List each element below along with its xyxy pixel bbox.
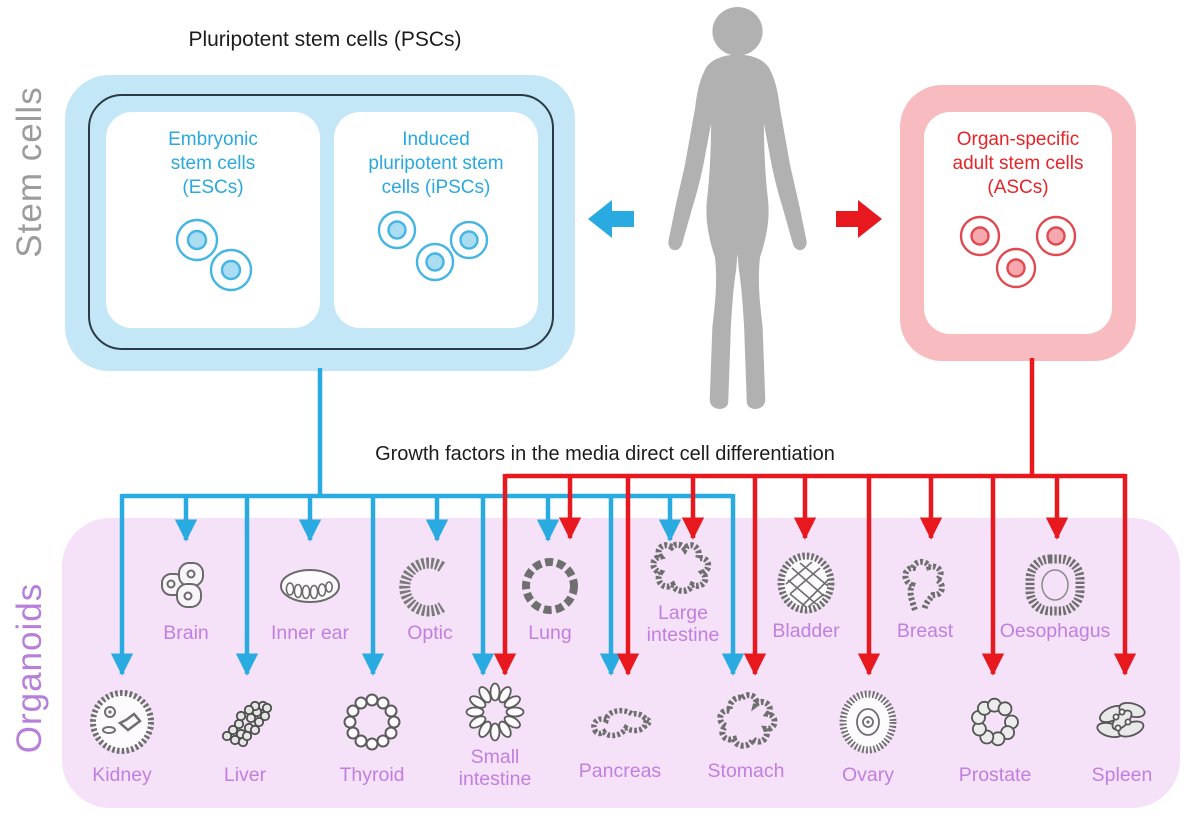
oesophagus-organoid-icon — [1025, 554, 1085, 616]
ipsc-label: Induced pluripotent stem cells (iPSCs) — [368, 129, 504, 198]
esc-card: Embryonic stem cells (ESCs) — [106, 112, 320, 328]
organoid-item-kidney: Kidney — [60, 684, 184, 786]
organoid-item-liver: Liver — [183, 684, 307, 786]
organoid-item-inner-ear: Inner ear — [248, 554, 372, 644]
organoid-label: Pancreas — [578, 760, 662, 782]
ipsc-cells-icon — [377, 210, 489, 282]
organoid-item-bladder: Bladder — [744, 550, 868, 642]
asc-cells-icon — [959, 215, 1077, 289]
organoid-label: Ovary — [841, 764, 894, 786]
organoid-item-lung: Lung — [488, 554, 612, 644]
thyroid-organoid-icon — [343, 693, 401, 751]
small-intestine-organoid-icon — [465, 682, 525, 742]
organoid-label: Inner ear — [270, 622, 350, 644]
organoid-label: Bladder — [772, 620, 840, 642]
liver-organoid-icon — [221, 700, 273, 748]
pancreas-organoid-icon — [591, 707, 652, 739]
organoid-label: Prostate — [958, 764, 1032, 786]
organoid-item-ovary: Ovary — [806, 684, 930, 786]
organoid-label: Kidney — [92, 764, 152, 786]
organoid-label: Brain — [163, 622, 209, 644]
optic-organoid-icon — [399, 557, 446, 617]
prostate-organoid-icon — [971, 697, 1019, 747]
organoid-label: Spleen — [1091, 764, 1153, 786]
organoid-item-brain: Brain — [124, 554, 248, 644]
esc-cells-icon — [175, 218, 253, 292]
organoid-item-optic: Optic — [368, 554, 492, 644]
organoid-item-large-intestine: Large intestine — [621, 534, 745, 647]
brain-organoid-icon — [161, 562, 204, 608]
large-intestine-organoid-icon — [650, 541, 712, 594]
asc-label: Organ-specific adult stem cells (ASCs) — [952, 129, 1084, 198]
organoid-item-small-intestine: Small intestine — [433, 682, 557, 791]
right-block-arrow-icon — [836, 200, 882, 238]
psc-inner-outline — [88, 94, 554, 350]
inner-ear-organoid-icon — [280, 569, 340, 603]
bladder-organoid-icon — [777, 552, 835, 614]
growth-caption: Growth factors in the media direct cell … — [375, 443, 835, 465]
kidney-organoid-icon — [90, 690, 154, 754]
organoid-label: Thyroid — [339, 764, 405, 786]
organoid-label: Lung — [528, 622, 572, 644]
organoid-label: Stomach — [707, 760, 785, 782]
asc-card: Organ-specific adult stem cells (ASCs) — [924, 112, 1112, 334]
breast-organoid-icon — [902, 558, 945, 611]
left-block-arrow-icon — [588, 200, 634, 238]
organoid-label: Breast — [896, 620, 954, 642]
organoid-item-stomach: Stomach — [684, 684, 808, 782]
psc-title: Pluripotent stem cells (PSCs) — [188, 28, 462, 51]
organoid-label: Small intestine — [458, 746, 532, 791]
human-body-silhouette — [668, 7, 807, 409]
lung-organoid-icon — [522, 558, 578, 614]
esc-label: Embryonic stem cells (ESCs) — [168, 129, 258, 198]
ovary-organoid-icon — [839, 690, 897, 754]
organoid-item-prostate: Prostate — [933, 684, 1057, 786]
organoid-item-pancreas: Pancreas — [558, 688, 682, 782]
ipsc-card: Induced pluripotent stem cells (iPSCs) — [334, 112, 538, 328]
spleen-organoid-icon — [1096, 701, 1146, 739]
organoid-label: Large intestine — [646, 602, 720, 647]
organoid-label: Liver — [223, 764, 267, 786]
organoid-label: Oesophagus — [999, 620, 1111, 642]
stomach-organoid-icon — [717, 692, 778, 749]
organoid-item-spleen: Spleen — [1060, 684, 1184, 786]
organoid-item-oesophagus: Oesophagus — [993, 552, 1117, 642]
organoid-label: Optic — [407, 622, 453, 644]
stem-cells-side-label: Stem cells — [10, 86, 49, 258]
organoids-side-label: Organoids — [10, 582, 49, 754]
organoid-item-thyroid: Thyroid — [310, 684, 434, 786]
organoid-item-breast: Breast — [863, 552, 987, 642]
